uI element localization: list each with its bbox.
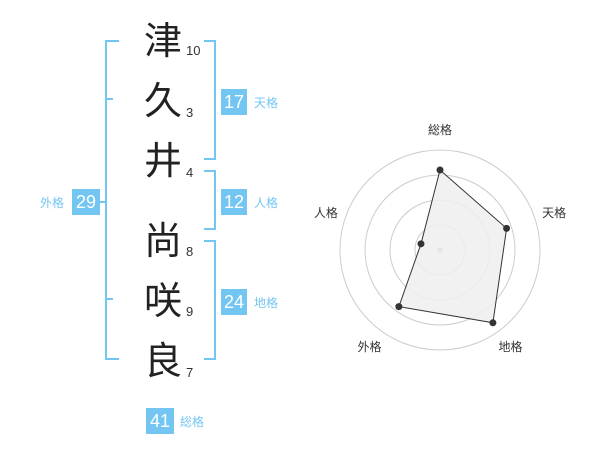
radar-axis-label-3: 地格: [498, 339, 522, 354]
radar-point-5: [417, 240, 425, 248]
stroke-count-1: 10: [186, 43, 201, 58]
radar-point-3: [489, 319, 497, 327]
radar-ring: [339, 149, 541, 351]
tenkaku-value: 17: [221, 89, 247, 115]
stroke-count-4: 8: [186, 244, 194, 259]
radar-axis-label-4: 外格: [357, 339, 381, 354]
stroke-count-3: 4: [186, 165, 194, 180]
surname-char-3: 井: [143, 139, 182, 183]
jinkaku-label: 人格: [254, 196, 279, 210]
radar-data-points: [395, 166, 511, 327]
radar-point-4: [395, 303, 403, 311]
surname-char-1: 津: [143, 19, 182, 63]
radar-point-1: [436, 166, 444, 174]
given-char-2: 咲: [143, 279, 182, 323]
radar-point-2: [503, 224, 511, 232]
given-char-3: 良: [143, 339, 182, 383]
chikaku-value: 24: [221, 289, 247, 315]
stroke-count-5: 9: [186, 304, 194, 319]
gaikaku-value: 29: [72, 189, 100, 215]
chikaku-label: 地格: [254, 296, 279, 310]
radar-axis-label-5: 人格: [314, 205, 338, 220]
soukaku-value: 41: [146, 408, 174, 434]
gaikaku-label: 外格: [40, 196, 65, 210]
given-char-1: 尚: [143, 219, 182, 263]
stroke-count-2: 3: [186, 105, 194, 120]
surname-char-2: 久: [143, 79, 182, 123]
stroke-count-6: 7: [186, 365, 194, 380]
jinkaku-value: 12: [221, 189, 247, 215]
radar-data-area: [398, 169, 508, 324]
tenkaku-label: 天格: [254, 96, 279, 110]
radar-axis-label-1: 総格: [428, 122, 452, 137]
radar-axis-label-2: 天格: [542, 205, 566, 220]
soukaku-label: 総格: [180, 415, 205, 429]
